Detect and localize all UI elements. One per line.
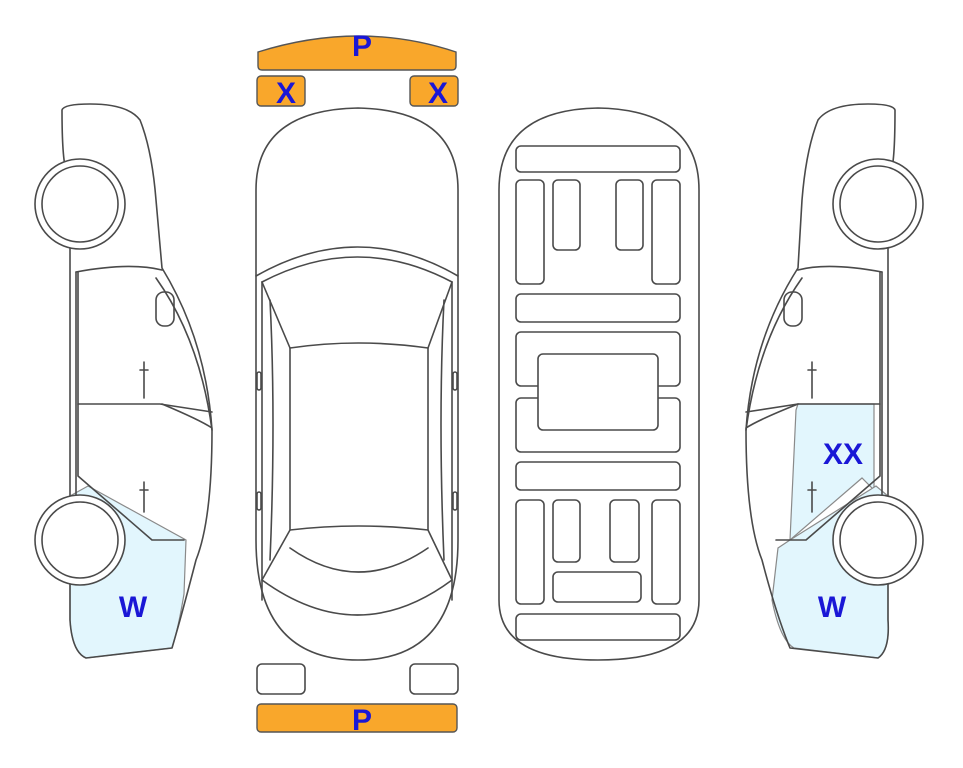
rear-bumper-part[interactable] (256, 703, 458, 733)
left-side-view (34, 103, 213, 659)
rear-bumper-code: P (352, 704, 372, 737)
left-front-wheel (34, 158, 126, 250)
right-rear-door-damage[interactable] (789, 403, 875, 542)
right-front-wheel (832, 158, 924, 250)
front-right-light-part[interactable] (409, 75, 459, 107)
front-left-light-part[interactable] (256, 75, 306, 107)
top-view-body (255, 107, 459, 661)
right-rear-wheel (832, 494, 924, 586)
left-rear-wheel (34, 494, 126, 586)
rear-left-light-part[interactable] (256, 663, 306, 695)
rear-right-light-part[interactable] (409, 663, 459, 695)
left-rear-quarter-code: W (119, 591, 148, 624)
front-bumper-code: P (352, 30, 372, 63)
right-rear-door-code: XX (823, 438, 863, 471)
front-right-light-code: X (428, 77, 448, 110)
floor-plan-view (498, 107, 700, 661)
front-left-light-code: X (276, 77, 296, 110)
right-rear-quarter-code: W (818, 591, 847, 624)
front-bumper-part[interactable] (257, 35, 457, 71)
floor-plan-body (498, 107, 700, 661)
right-side-view (745, 103, 924, 659)
top-view (255, 107, 459, 661)
